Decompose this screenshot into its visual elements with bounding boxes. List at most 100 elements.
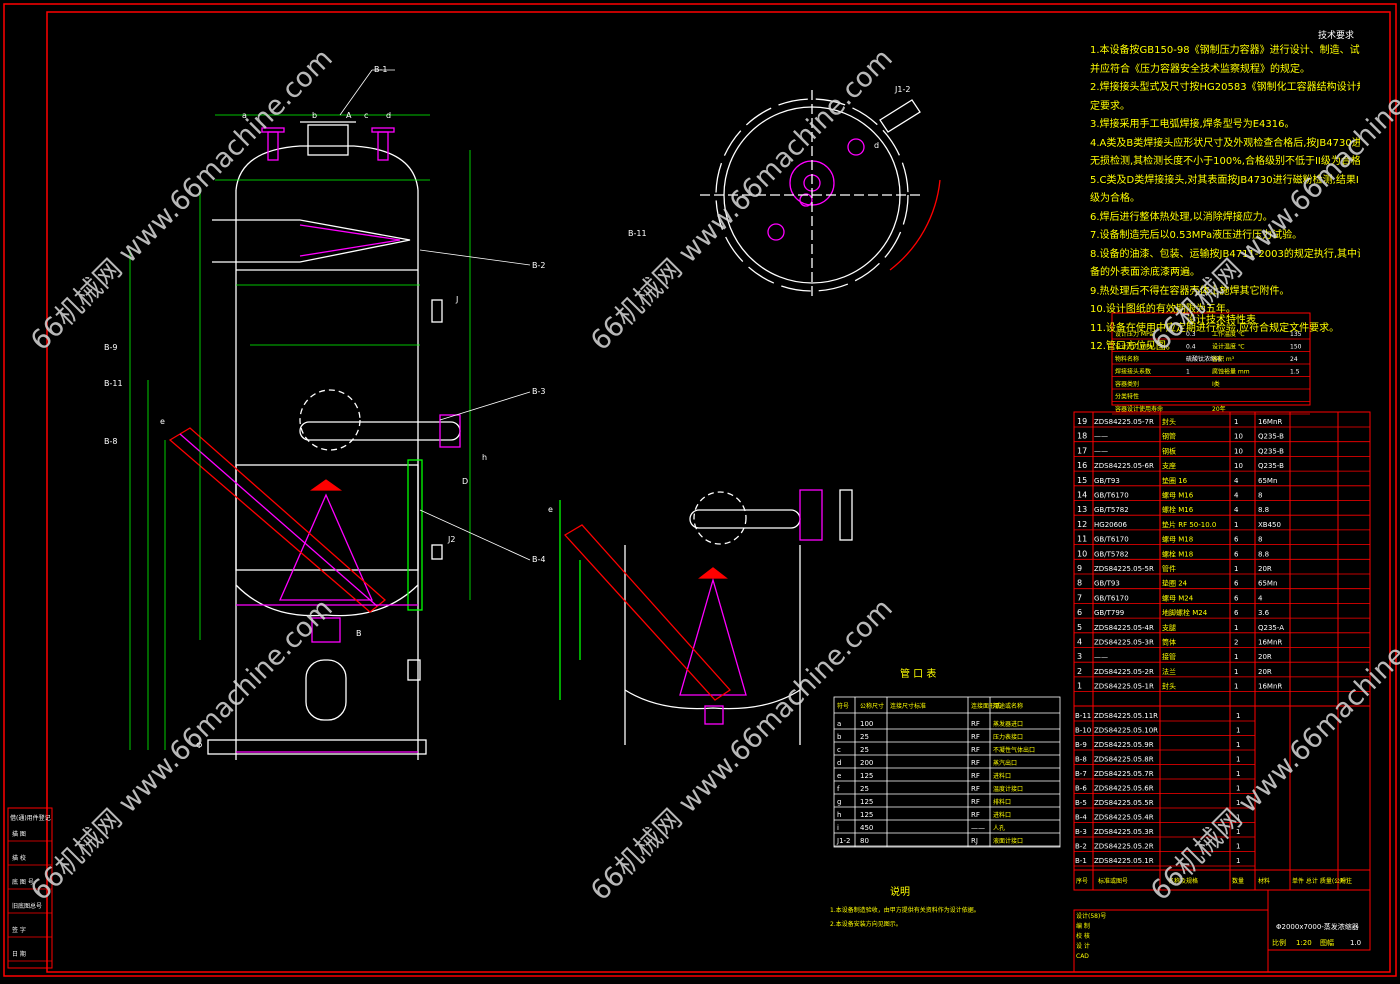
nozzle-symbol: b xyxy=(837,733,842,741)
tech-requirement-line: 并应符合《压力容器安全技术监察规程》的规定。 xyxy=(1090,63,1310,75)
nozzle-size: 125 xyxy=(860,772,873,780)
tech-requirements-title: 技术要求 xyxy=(1318,29,1354,41)
tech-requirement-line: 2.焊接接头型式及尺寸按HG20583《钢制化工容器结构设计规定》中规 xyxy=(1090,82,1360,93)
nozzle-size: 25 xyxy=(860,785,869,793)
part-qty: 1 xyxy=(1234,565,1238,573)
nozzle-size: 80 xyxy=(860,837,869,845)
tech-requirements: 1.本设备按GB150-98《钢制压力容器》进行设计、制造、试验和验收,并应符合… xyxy=(1090,42,1360,357)
part-drawing-no: GB/T6170 xyxy=(1094,594,1129,602)
subassembly-drawing-no: ZDS84225.05.1R xyxy=(1094,857,1154,865)
part-material: 20R xyxy=(1258,565,1272,573)
part-qty: 6 xyxy=(1234,609,1239,617)
front-view-label: J xyxy=(455,295,458,304)
part-number: 15 xyxy=(1077,476,1087,485)
stamp-row-label: 签 字 xyxy=(12,926,26,934)
part-name: 螺母 M18 xyxy=(1162,535,1193,544)
top-view-label: J1-2 xyxy=(894,85,910,94)
part-drawing-no: —— xyxy=(1094,433,1108,441)
subassembly-qty: 1 xyxy=(1236,814,1240,822)
nozzle-table-grid xyxy=(833,696,1061,848)
part-name: 垫圈 16 xyxy=(1162,476,1188,485)
parts-header-cell: 序号 xyxy=(1076,877,1088,885)
nozzle-symbol: i xyxy=(837,824,839,832)
part-number: 2 xyxy=(1077,667,1082,676)
part-material: 65Mn xyxy=(1258,477,1277,485)
tech-requirement-line: 7.设备制造完后以0.53MPa液压进行压力试验。 xyxy=(1090,230,1303,241)
stamp-row-label: 底 图 号 xyxy=(12,878,34,886)
part-number: 10 xyxy=(1077,549,1087,558)
design-param: 容器类别 xyxy=(1115,380,1139,388)
part-qty: 1 xyxy=(1234,668,1238,676)
tech-requirement-line: 10.设计图纸的有效期限为五年。 xyxy=(1090,304,1236,315)
part-number: 1 xyxy=(1077,682,1082,691)
part-material: Q235-B xyxy=(1258,447,1284,455)
outer-frame xyxy=(3,3,1397,977)
nozzle-size: 25 xyxy=(860,746,869,754)
subassembly-drawing-no: ZDS84225.05.10R xyxy=(1094,727,1158,735)
design-param: 焊接接头系数 xyxy=(1115,368,1151,376)
front-view-label: B-8 xyxy=(104,437,117,446)
subassembly-drawing-no: ZDS84225.05.7R xyxy=(1094,770,1154,778)
design-value-2: 150 xyxy=(1290,344,1302,351)
tech-requirement-line: 11.设备在使用中应定期进行检验,应符合规定文件要求。 xyxy=(1090,322,1340,334)
subassembly-code: B-3 xyxy=(1075,828,1087,836)
part-material: 20R xyxy=(1258,653,1272,661)
part-name: 支座 xyxy=(1162,461,1176,470)
part-name: 封头 xyxy=(1162,682,1176,691)
part-material: 65Mn xyxy=(1258,580,1277,588)
part-drawing-no: GB/T799 xyxy=(1094,609,1124,617)
tech-requirement-line: 3.焊接采用手工电弧焊接,焊条型号为E4316。 xyxy=(1090,119,1295,130)
part-name: 螺栓 M16 xyxy=(1162,505,1194,514)
nozzle-purpose: 蒸发器进口 xyxy=(993,720,1023,728)
nozzle-face: RJ xyxy=(971,837,978,845)
part-name: 法兰 xyxy=(1162,667,1176,676)
explanation-line-1: 1.本设备制造验收，由甲方提供有关资料作为设计依据。 xyxy=(830,906,980,914)
part-name: 螺栓 M18 xyxy=(1162,549,1193,558)
design-value-2: 24 xyxy=(1290,356,1298,363)
parts-header-cell: 数量 xyxy=(1232,877,1244,885)
subassembly-qty: 1 xyxy=(1236,741,1240,749)
nozzle-symbol: d xyxy=(837,759,841,767)
part-number: 16 xyxy=(1077,461,1087,470)
front-view-label: b xyxy=(312,111,317,120)
part-material: 16MnR xyxy=(1258,639,1282,647)
stamp-row-label: 描 图 xyxy=(12,830,26,838)
nozzle-purpose: 液面计接口 xyxy=(993,837,1023,845)
part-number: 12 xyxy=(1077,520,1087,529)
nozzle-size: 450 xyxy=(860,824,873,832)
part-material: Q235-B xyxy=(1258,433,1284,441)
subassembly-drawing-no: ZDS84225.05.4R xyxy=(1094,814,1154,822)
nozzle-symbol: a xyxy=(837,720,841,728)
left-stamp-title: 借(通)用件登记 xyxy=(10,814,51,822)
nozzle-symbol: c xyxy=(837,746,841,754)
front-view-label: e xyxy=(160,417,165,426)
design-param-2: 腐蚀裕量 mm xyxy=(1212,368,1250,376)
nozzle-size: 25 xyxy=(860,733,869,741)
nozzle-face: RF xyxy=(971,785,980,793)
part-number: 9 xyxy=(1077,564,1082,573)
top-view xyxy=(700,90,941,300)
part-material: 4 xyxy=(1258,594,1263,602)
part-drawing-no: GB/T5782 xyxy=(1094,506,1129,514)
part-number: 13 xyxy=(1077,505,1087,514)
detail-view-label: e xyxy=(548,505,553,514)
subassembly-qty: 1 xyxy=(1236,843,1240,851)
subassembly-drawing-no: ZDS84225.05.5R xyxy=(1094,799,1154,807)
part-name: 垫圈 24 xyxy=(1162,579,1188,588)
part-drawing-no: —— xyxy=(1094,653,1108,661)
explanation-line-2: 2.本设备安装方向见图示。 xyxy=(830,920,902,928)
part-name: 管件 xyxy=(1162,564,1176,573)
front-view-label: A xyxy=(346,111,352,120)
part-qty: 6 xyxy=(1234,536,1239,544)
part-number: 17 xyxy=(1077,446,1087,455)
part-material: 3.6 xyxy=(1258,609,1270,617)
nozzle-size: 200 xyxy=(860,759,873,767)
tech-requirement-line: 5.C类及D类焊接接头,对其表面按JB4730进行磁粉检测,结果I xyxy=(1090,174,1359,186)
nozzle-purpose: 温度计接口 xyxy=(993,785,1023,793)
